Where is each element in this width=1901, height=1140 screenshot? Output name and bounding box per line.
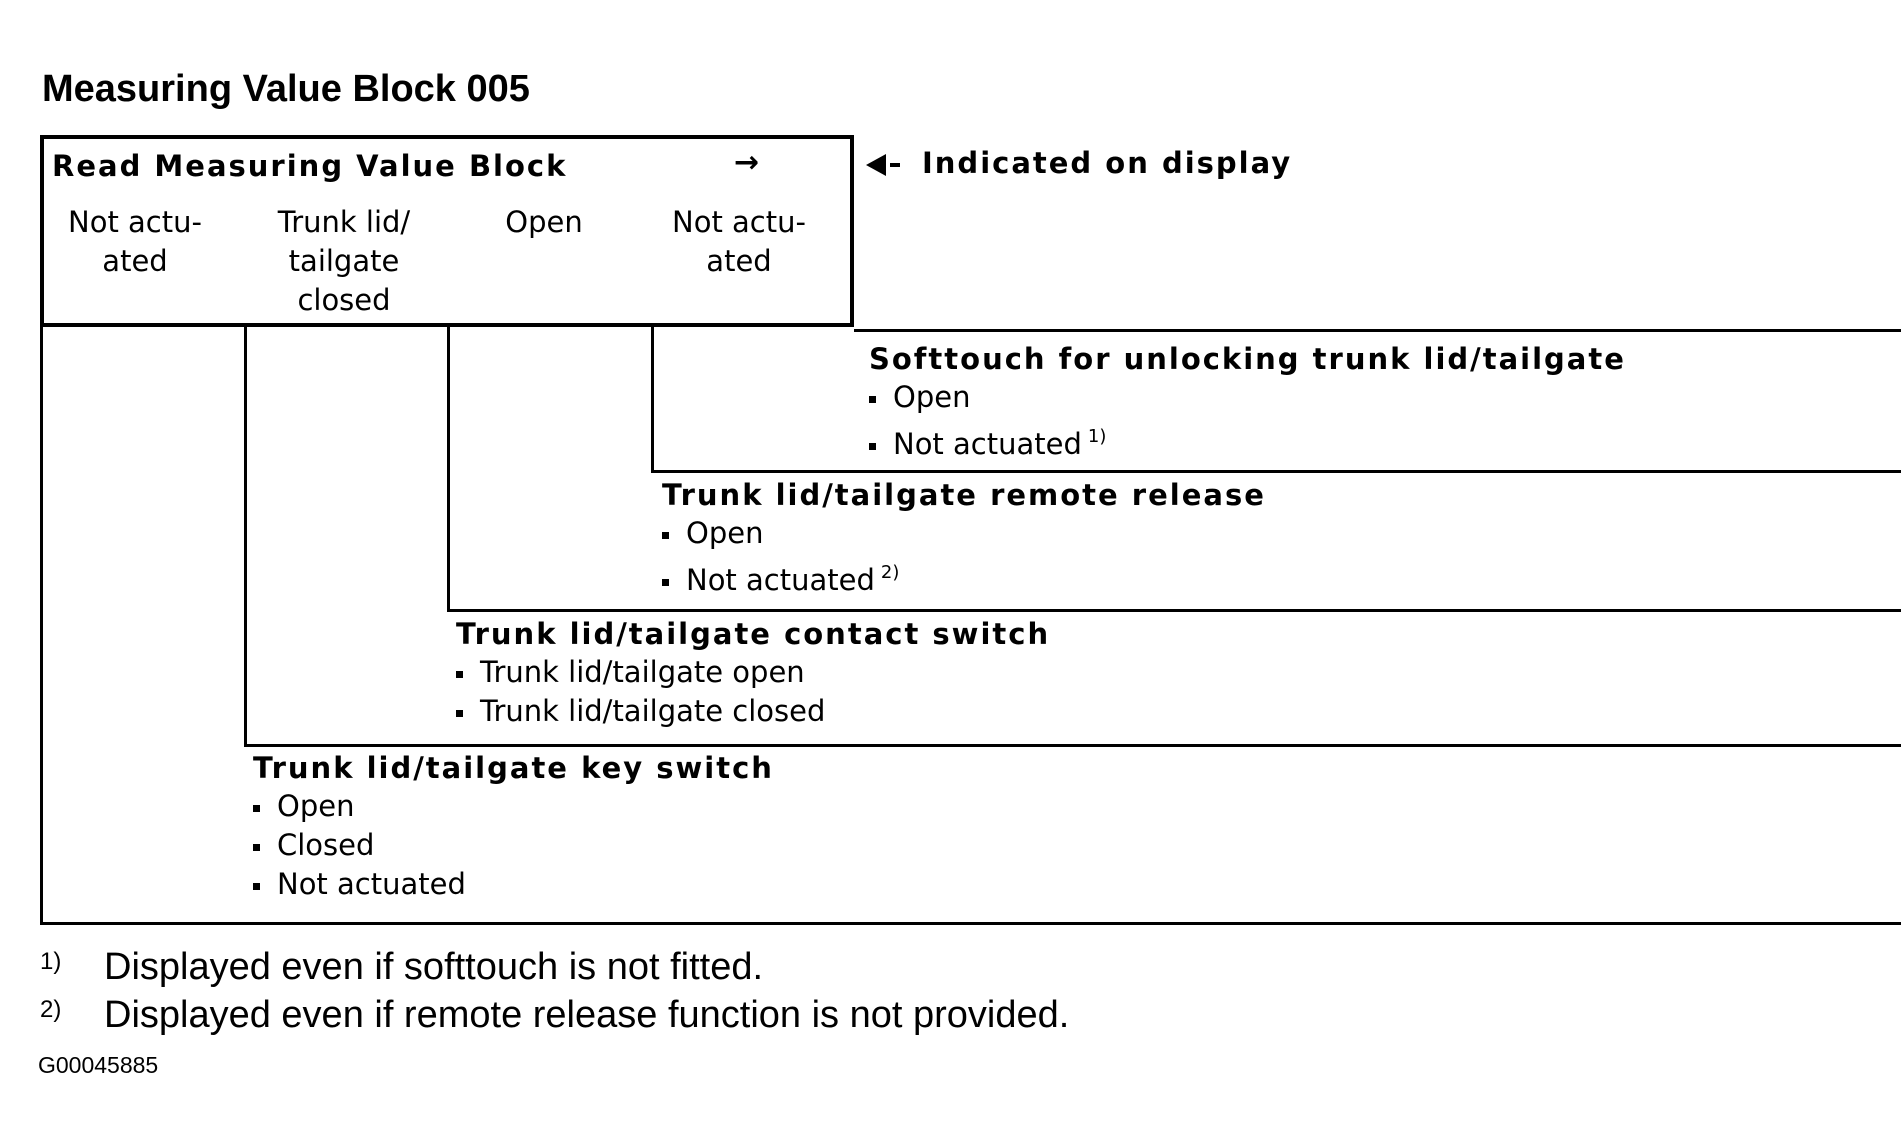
display-field-1-line1: Not actu- bbox=[68, 205, 202, 239]
display-field-1-line2: ated bbox=[102, 244, 168, 278]
divider-remote-release bbox=[447, 609, 1901, 612]
bullet-icon bbox=[662, 578, 669, 586]
display-field-4-line2: ated bbox=[706, 244, 772, 278]
divider-key-switch bbox=[40, 922, 1901, 925]
list-item: Not actuated bbox=[253, 865, 774, 904]
display-field-3-line1: Open bbox=[505, 205, 583, 239]
pointer-arrow-icon bbox=[866, 154, 886, 176]
connector-contact-switch bbox=[244, 325, 247, 747]
footnote-1-text: Displayed even if softtouch is not fitte… bbox=[104, 946, 764, 988]
footnote-2-number: 2) bbox=[40, 996, 62, 1023]
display-field-2-line3: closed bbox=[297, 283, 391, 317]
section-key-switch-heading: Trunk lid/tailgate key switch bbox=[253, 751, 774, 785]
bullet-icon bbox=[456, 670, 463, 678]
bullet-icon bbox=[253, 843, 260, 851]
callout-label: Indicated on display bbox=[922, 146, 1293, 180]
display-field-1: Not actu- ated bbox=[60, 203, 210, 281]
bullet-icon bbox=[869, 395, 876, 403]
footnote-ref-1: 1) bbox=[1087, 426, 1107, 447]
list-item: Open bbox=[253, 787, 774, 826]
section-contact-switch: Trunk lid/tailgate contact switch Trunk … bbox=[456, 617, 1050, 731]
display-field-2-line2: tailgate bbox=[288, 244, 400, 278]
bullet-icon bbox=[869, 442, 876, 450]
diagram-title: Measuring Value Block 005 bbox=[42, 68, 530, 110]
footnote-2-text: Displayed even if remote release functio… bbox=[104, 994, 1070, 1036]
divider-top bbox=[854, 329, 1901, 332]
section-key-switch-list: Open Closed Not actuated bbox=[253, 787, 774, 904]
list-item: Trunk lid/tailgate open bbox=[456, 653, 1050, 692]
display-field-2-line1: Trunk lid/ bbox=[277, 205, 411, 239]
list-item: Trunk lid/tailgate closed bbox=[456, 692, 1050, 731]
connector-remote-release bbox=[447, 325, 450, 612]
section-softtouch: Softtouch for unlocking trunk lid/tailga… bbox=[869, 342, 1626, 464]
divider-contact-switch bbox=[244, 744, 1901, 747]
figure-id: G00045885 bbox=[38, 1052, 159, 1078]
display-field-4: Not actu- ated bbox=[659, 203, 819, 281]
display-callout: Indicated on display bbox=[866, 146, 1292, 180]
bullet-icon bbox=[253, 804, 260, 812]
display-field-3: Open bbox=[474, 203, 614, 242]
display-heading: Read Measuring Value Block bbox=[52, 149, 568, 183]
display-field-4-line1: Not actu- bbox=[672, 205, 806, 239]
right-arrow-icon: → bbox=[734, 145, 760, 180]
bullet-icon bbox=[662, 531, 669, 539]
section-remote-release: Trunk lid/tailgate remote release Open N… bbox=[662, 478, 1266, 600]
list-item: Closed bbox=[253, 826, 774, 865]
section-remote-release-heading: Trunk lid/tailgate remote release bbox=[662, 478, 1266, 512]
bullet-icon bbox=[253, 882, 260, 890]
section-contact-switch-list: Trunk lid/tailgate open Trunk lid/tailga… bbox=[456, 653, 1050, 731]
footnote-ref-2: 2) bbox=[880, 562, 900, 583]
list-item: Open bbox=[662, 514, 1266, 553]
footnote-1-number: 1) bbox=[40, 948, 62, 975]
connector-softtouch bbox=[651, 325, 654, 473]
bullet-icon bbox=[456, 709, 463, 717]
display-screen-box: Read Measuring Value Block → Not actu- a… bbox=[40, 135, 854, 327]
section-key-switch: Trunk lid/tailgate key switch Open Close… bbox=[253, 751, 774, 904]
connector-key-switch bbox=[40, 325, 43, 925]
section-contact-switch-heading: Trunk lid/tailgate contact switch bbox=[456, 617, 1051, 651]
list-item: Open bbox=[869, 378, 1626, 417]
section-softtouch-heading: Softtouch for unlocking trunk lid/tailga… bbox=[869, 342, 1626, 376]
footnote-2: 2) Displayed even if remote release funct… bbox=[40, 994, 1069, 1037]
display-field-2: Trunk lid/ tailgate closed bbox=[254, 203, 434, 320]
divider-softtouch bbox=[651, 470, 1901, 473]
footnote-1: 1) Displayed even if softtouch is not fit… bbox=[40, 946, 763, 989]
